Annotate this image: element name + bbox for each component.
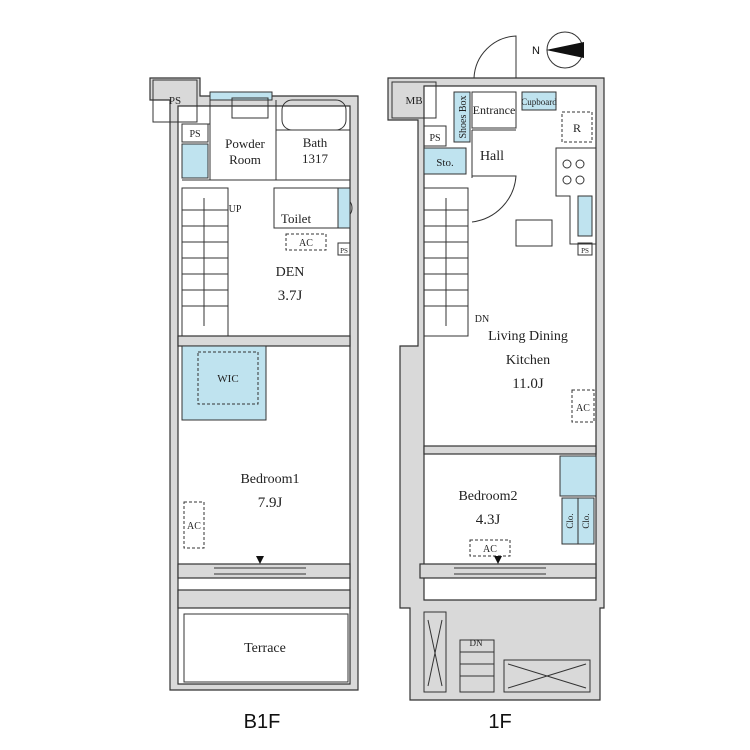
f1-hall-label: Hall <box>480 149 504 164</box>
f1-dn-stair-label: DN <box>475 314 489 325</box>
f1-cupboard <box>521 91 557 111</box>
b1-toilet-label: Toilet <box>281 211 312 226</box>
f1-fridge-label: R <box>573 121 581 135</box>
f1-storage <box>423 147 467 175</box>
f1-cupboard-label: Cupboard <box>521 97 557 107</box>
stove-burner-icon <box>562 159 572 169</box>
b1-ps-toilet-box <box>337 242 351 256</box>
b1-powder-label-2: Room <box>229 152 261 167</box>
b1-bedroom1-size: 7.9J <box>258 495 283 511</box>
b1-sink <box>231 97 269 119</box>
f1-bedroom2-wall <box>423 445 597 455</box>
f1-stair <box>423 187 469 337</box>
b1-powder-label-1: Powder <box>225 136 265 151</box>
b1-ac-bedroom1-label: AC <box>187 521 201 532</box>
f1-ldk-size: 11.0J <box>512 376 544 392</box>
b1-bedroom1-wall <box>177 563 351 579</box>
b1-ps-toilet-label: PS <box>340 247 348 255</box>
f1-hall-door <box>471 175 517 223</box>
b1-ac-toilet-label: AC <box>299 238 313 249</box>
f1-dn-outside-label: DN <box>470 638 483 648</box>
b1-ac-bedroom1-box <box>183 501 205 549</box>
b1-bath-label-1: Bath <box>303 135 328 150</box>
f1-ldk-label-1: Living Dining <box>488 329 568 344</box>
b1-toilet-blue <box>337 187 351 229</box>
f1-shoes-box-label: Shoes Box <box>458 95 469 138</box>
b1-ps-small-label: PS <box>189 129 200 140</box>
b1-up-label: UP <box>229 204 242 215</box>
f1-closet-2 <box>577 497 595 545</box>
f1-bedroom2-name: Bedroom2 <box>458 489 517 504</box>
f1-outside-stair-left <box>423 611 447 693</box>
b1-terrace-label: Terrace <box>244 641 286 656</box>
f1-outside-stair <box>459 639 495 693</box>
f1-ac-ldk-box <box>571 389 595 423</box>
b1-ps-top-label: PS <box>169 95 181 107</box>
b1-den-size: 3.7J <box>278 288 303 304</box>
b1-terrace-ledge <box>177 589 351 609</box>
f1-fridge-box <box>561 111 593 143</box>
f1-mb-box <box>391 81 437 119</box>
f1-floor-plan: N MB Shoes Box Entrance Cupboard R PS St… <box>387 31 605 733</box>
f1-entrance-area <box>471 91 517 129</box>
f1-ac-bedroom2-label: AC <box>483 544 497 555</box>
compass-label: N <box>532 45 540 57</box>
f1-ac-ldk-label: AC <box>576 403 590 414</box>
f1-storage-label: Sto. <box>436 157 454 169</box>
b1-terrace <box>183 613 349 683</box>
f1-entrance-label: Entrance <box>473 103 516 117</box>
f1-kitchen-blue <box>577 195 593 237</box>
b1-entry-arrow-icon <box>256 556 264 564</box>
f1-closet-blue-top <box>559 455 597 497</box>
b1-den-wall <box>177 335 351 347</box>
b1-powder-blue-strip <box>209 91 273 101</box>
f1-bedroom2-size: 4.3J <box>476 512 501 528</box>
f1-kitchen-counter <box>555 147 597 245</box>
f1-closet-1-label: Clo. <box>565 513 575 528</box>
b1-washer-blue <box>181 143 209 179</box>
f1-bedroom2-bottom-wall <box>419 563 597 579</box>
f1-shoes-box <box>453 91 471 143</box>
b1-outer-wall <box>149 77 359 691</box>
f1-ldk-label-2: Kitchen <box>506 353 550 368</box>
b1-ac-toilet-box <box>285 233 327 251</box>
b1-floor-label: B1F <box>244 711 281 733</box>
f1-entrance-door <box>473 35 517 79</box>
b1-wic <box>181 345 267 421</box>
f1-ps-kitchen-box <box>577 242 593 256</box>
f1-outer-wall <box>387 77 605 701</box>
b1-bath-label-2: 1317 <box>302 151 329 166</box>
f1-kitchen-island <box>515 219 553 247</box>
b1-ps-box <box>152 79 198 123</box>
f1-floor-label: 1F <box>488 711 511 733</box>
f1-outside-box <box>503 659 591 693</box>
b1-ps-small-box <box>181 123 209 143</box>
f1-closet-2-label: Clo. <box>581 513 591 528</box>
compass-north-icon: N <box>532 31 584 69</box>
f1-ps-kitchen-label: PS <box>581 247 589 255</box>
b1-wic-label: WIC <box>217 373 238 385</box>
f1-ps-box <box>423 125 447 147</box>
f1-ac-bedroom2-box <box>469 539 511 557</box>
b1-floor-plan: PS PS Powder Room Bath 1317 Toilet AC PS… <box>149 77 359 733</box>
f1-entry-arrow-icon <box>494 556 502 564</box>
f1-ps-label: PS <box>429 133 440 144</box>
f1-mb-label: MB <box>405 95 422 107</box>
b1-den-name: DEN <box>276 265 305 280</box>
b1-bedroom1-name: Bedroom1 <box>240 472 299 487</box>
